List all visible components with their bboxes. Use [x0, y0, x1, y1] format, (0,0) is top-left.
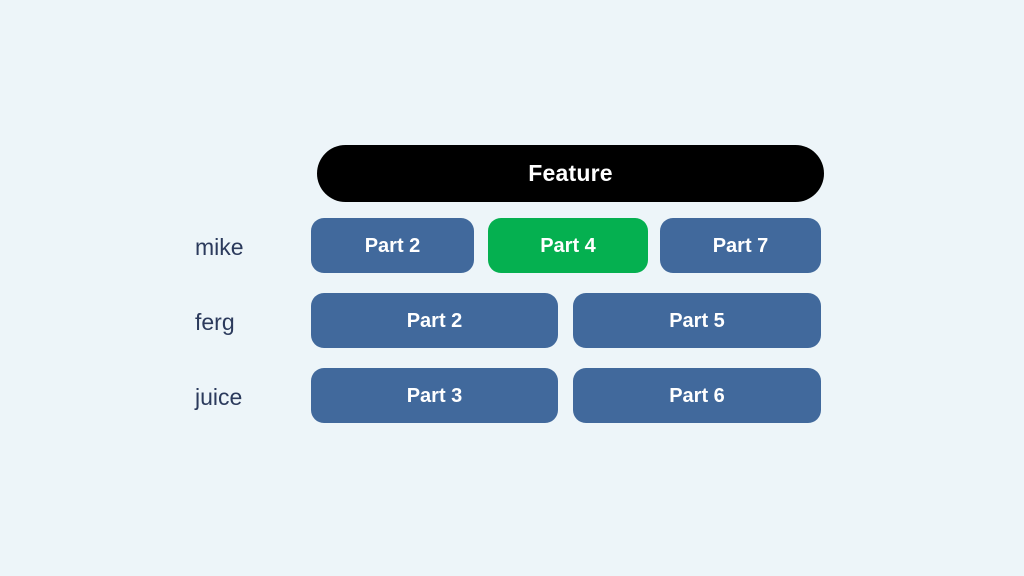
- row-label-juice: juice: [195, 384, 243, 410]
- row-label-ferg: ferg: [195, 309, 235, 335]
- part-pill-mike-1[interactable]: Part 2: [311, 218, 474, 273]
- part-pill-mike-3[interactable]: Part 7: [660, 218, 821, 273]
- part-pill-ferg-2[interactable]: Part 5: [573, 293, 821, 348]
- feature-header-label: Feature: [528, 160, 613, 186]
- part-pill-ferg-1[interactable]: Part 2: [311, 293, 558, 348]
- part-pill-juice-2[interactable]: Part 6: [573, 368, 821, 423]
- part-pill-juice-1[interactable]: Part 3: [311, 368, 558, 423]
- part-pill-mike-2[interactable]: Part 4: [488, 218, 648, 273]
- feature-header-bar[interactable]: Feature: [317, 145, 824, 202]
- row-label-mike: mike: [195, 234, 244, 260]
